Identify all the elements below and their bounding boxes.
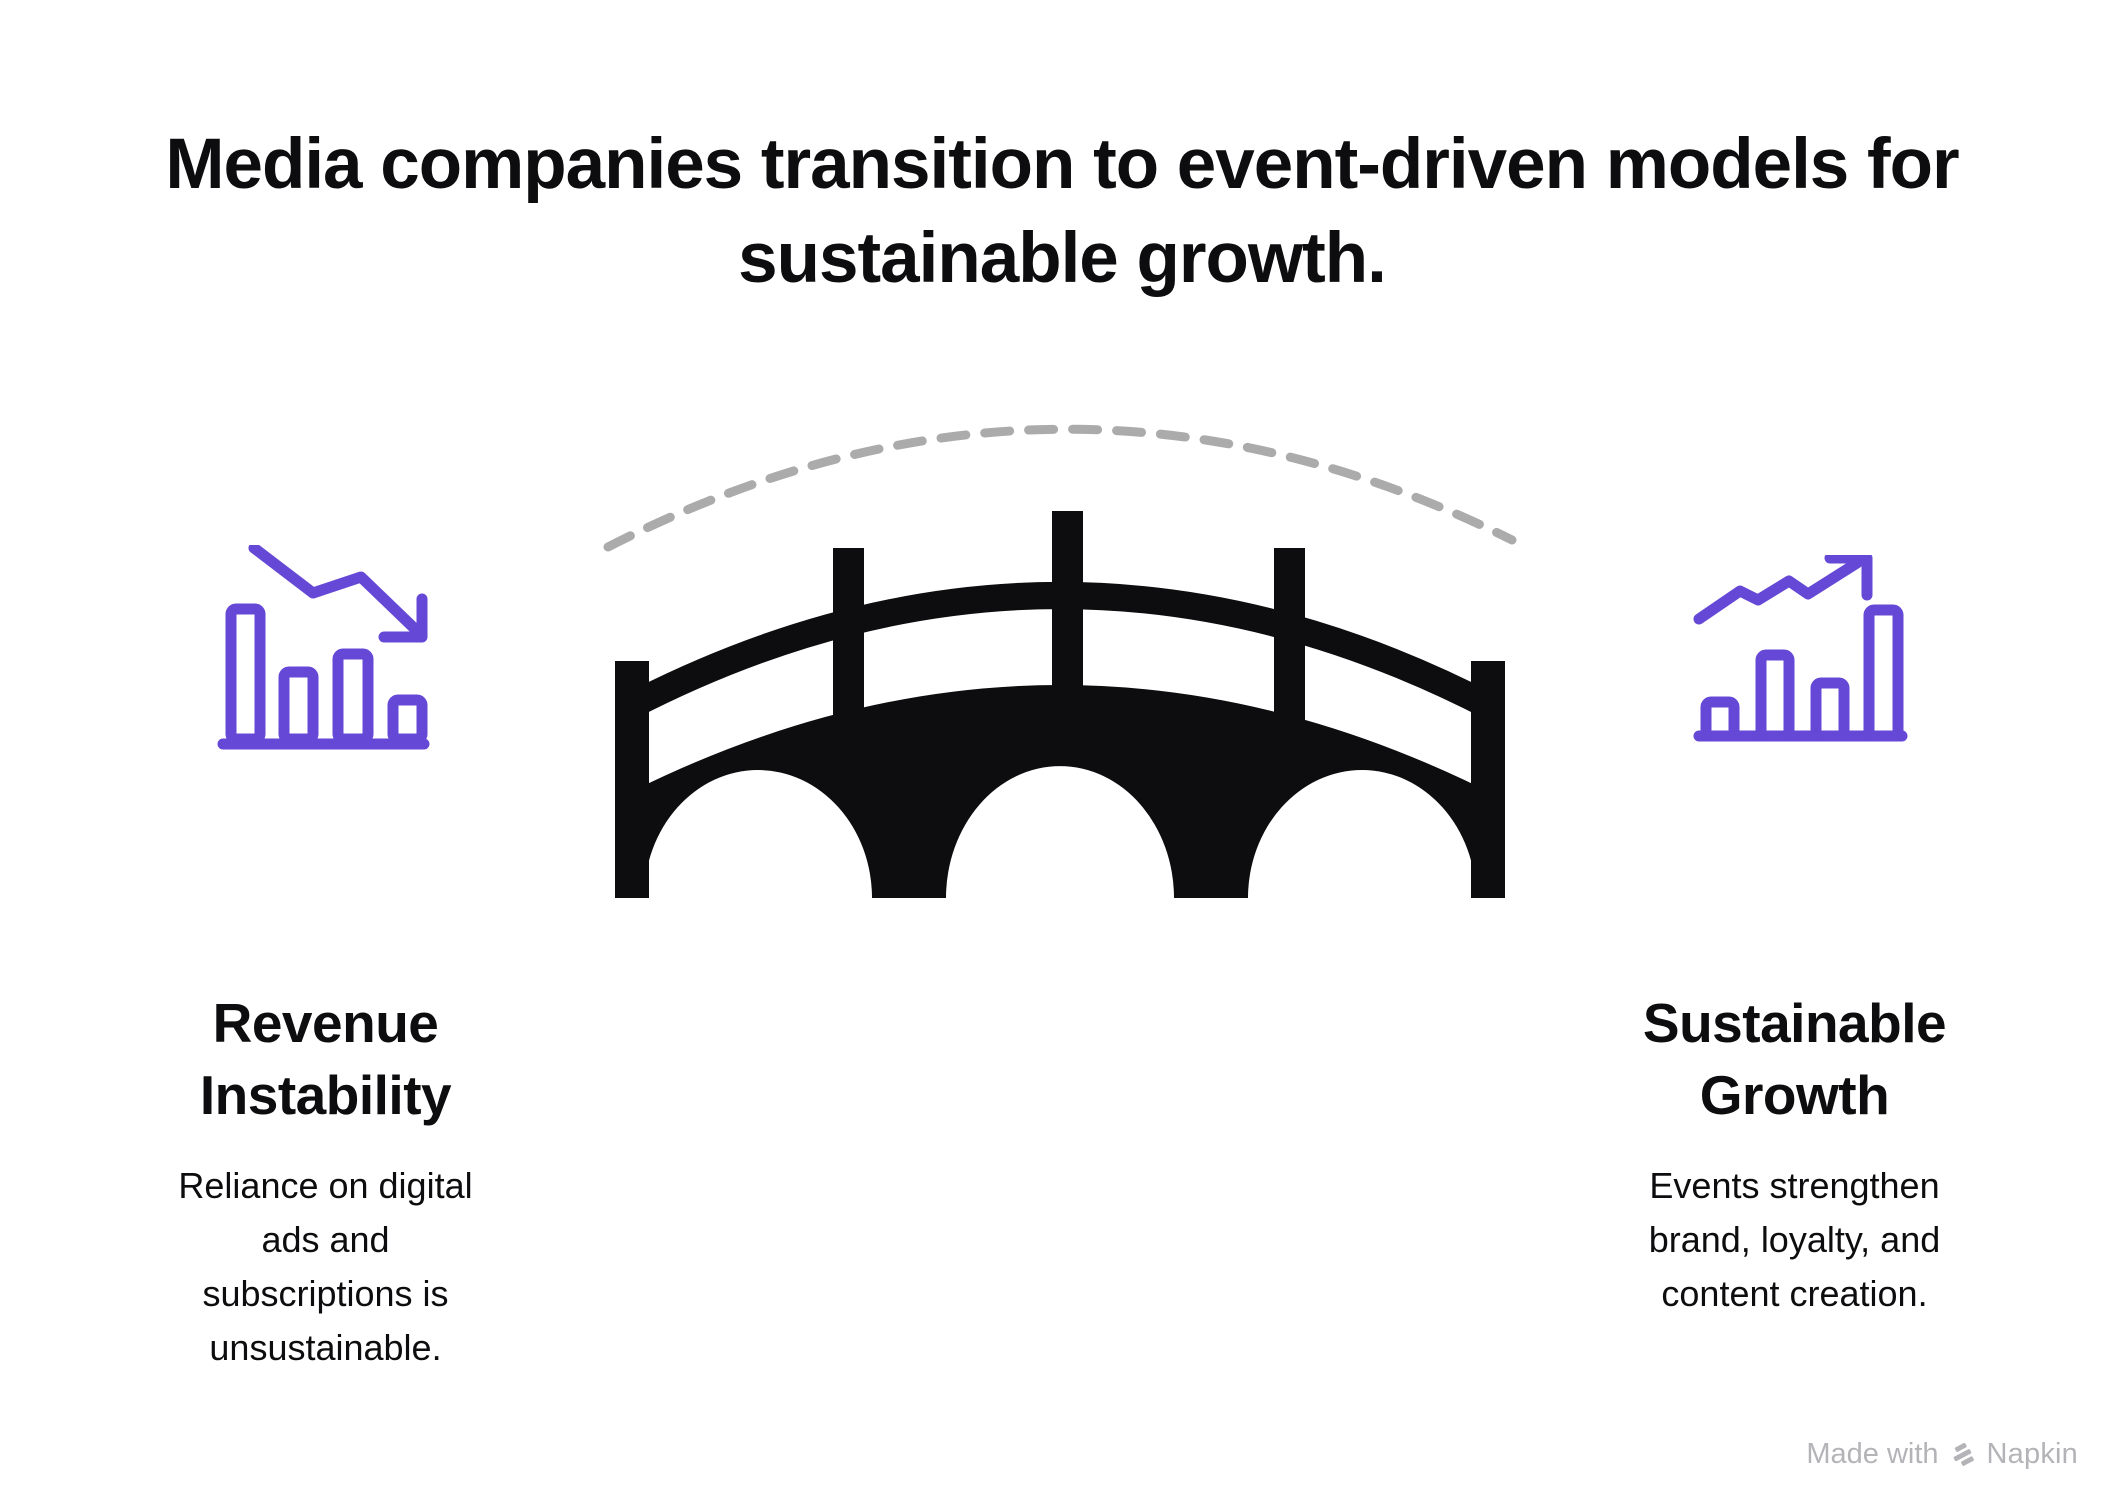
bar-1 [225, 603, 266, 745]
dashed-arc [603, 424, 1517, 552]
bridge-end-post-left [615, 661, 649, 898]
right-heading-line-1: Sustainable [1642, 992, 1947, 1054]
bar-2 [278, 666, 319, 745]
bridge-icon [615, 511, 1505, 898]
bar-4 [1863, 604, 1904, 742]
bar-2 [1755, 649, 1795, 742]
title-line-1: Media companies transition to event-driv… [165, 125, 1959, 204]
right-section: Sustainable Growth Events strengthen bra… [1562, 988, 2027, 1321]
right-body: Events strengthen brand, loyalty, and co… [1648, 1165, 1941, 1314]
bridge-post-center [1052, 511, 1083, 741]
left-heading: Revenue Instability [88, 988, 563, 1131]
bridge-post-right [1274, 548, 1305, 758]
arrowhead [378, 593, 428, 643]
bridge-post-left [833, 548, 864, 758]
left-section: Revenue Instability Reliance on digital … [88, 988, 563, 1375]
bridge-illustration [603, 424, 1517, 898]
watermark-prefix: Made with [1806, 1438, 1939, 1470]
watermark-brand: Napkin [1986, 1438, 2078, 1470]
left-heading-line-2: Instability [199, 1063, 452, 1126]
bar-3 [1810, 677, 1850, 742]
rising-bar-chart-icon [1693, 552, 1908, 742]
declining-bar-chart-icon [217, 542, 430, 750]
right-heading: Sustainable Growth [1562, 988, 2027, 1131]
page-title: Media companies transition to event-driv… [0, 118, 2124, 307]
right-heading-line-2: Growth [1699, 1063, 1890, 1126]
bridge-graphic [590, 415, 1530, 905]
uptrend-line [1693, 557, 1863, 625]
bar-3 [332, 648, 374, 745]
arrowhead [1824, 552, 1873, 601]
left-body: Reliance on digital ads and subscription… [178, 1165, 473, 1368]
bar-1 [1700, 696, 1740, 742]
watermark: Made with Napkin [1806, 1438, 2078, 1471]
title-line-2: sustainable growth. [738, 219, 1387, 299]
downtrend-line [248, 542, 422, 636]
bridge-end-post-right [1471, 661, 1505, 898]
left-heading-line-1: Revenue [212, 992, 439, 1054]
napkin-logo-icon [1953, 1442, 1974, 1466]
bar-4 [387, 694, 428, 745]
